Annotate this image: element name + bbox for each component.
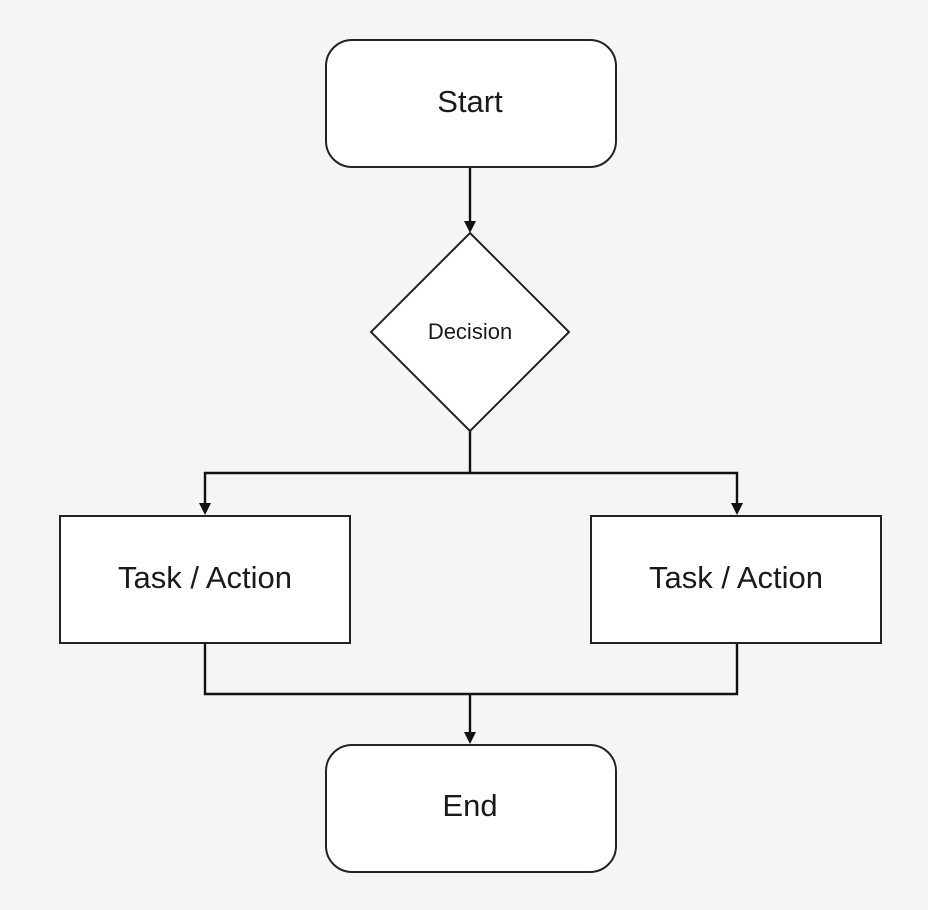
decision-diamond-shape bbox=[369, 231, 571, 433]
decision-node[interactable]: Decision bbox=[369, 231, 571, 433]
end-terminator-shape bbox=[325, 744, 617, 873]
task-right-label: Task / Action bbox=[649, 560, 823, 595]
task-left-label: Task / Action bbox=[118, 560, 292, 595]
connector-task-right-merge bbox=[470, 643, 739, 696]
task-node-right[interactable]: Task / Action bbox=[590, 515, 882, 644]
arrowhead-into-task-right bbox=[731, 503, 743, 515]
connector-split-right bbox=[470, 471, 739, 504]
task-left-shape bbox=[59, 515, 351, 644]
start-label: Start bbox=[437, 84, 503, 119]
task-right-shape bbox=[590, 515, 882, 644]
connectors bbox=[199, 167, 743, 744]
start-terminator-shape bbox=[325, 39, 617, 168]
end-label: End bbox=[442, 788, 497, 823]
arrowhead-into-end bbox=[464, 732, 476, 744]
decision-label: Decision bbox=[428, 319, 512, 344]
start-node[interactable]: Start bbox=[325, 39, 617, 168]
arrowhead-into-task-left bbox=[199, 503, 211, 515]
end-node[interactable]: End bbox=[325, 744, 617, 873]
connector-task-left-merge bbox=[203, 643, 470, 696]
connector-split-left bbox=[203, 471, 470, 504]
task-node-left[interactable]: Task / Action bbox=[59, 515, 351, 644]
arrowhead-into-decision bbox=[464, 221, 476, 233]
